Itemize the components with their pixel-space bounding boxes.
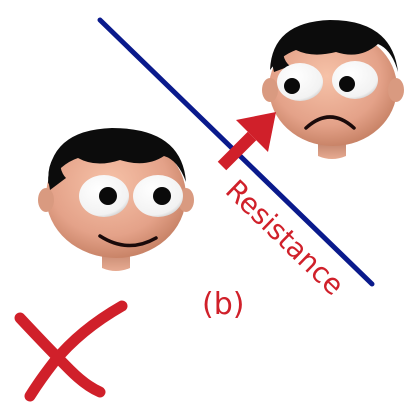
sad-face-icon: [262, 20, 404, 159]
happy-face-icon: [38, 128, 194, 271]
x-mark-icon: [14, 300, 128, 402]
up-right-arrow-icon: [217, 112, 276, 171]
panel-label: (b): [202, 287, 244, 322]
resistance-label: Resistance: [219, 173, 350, 302]
